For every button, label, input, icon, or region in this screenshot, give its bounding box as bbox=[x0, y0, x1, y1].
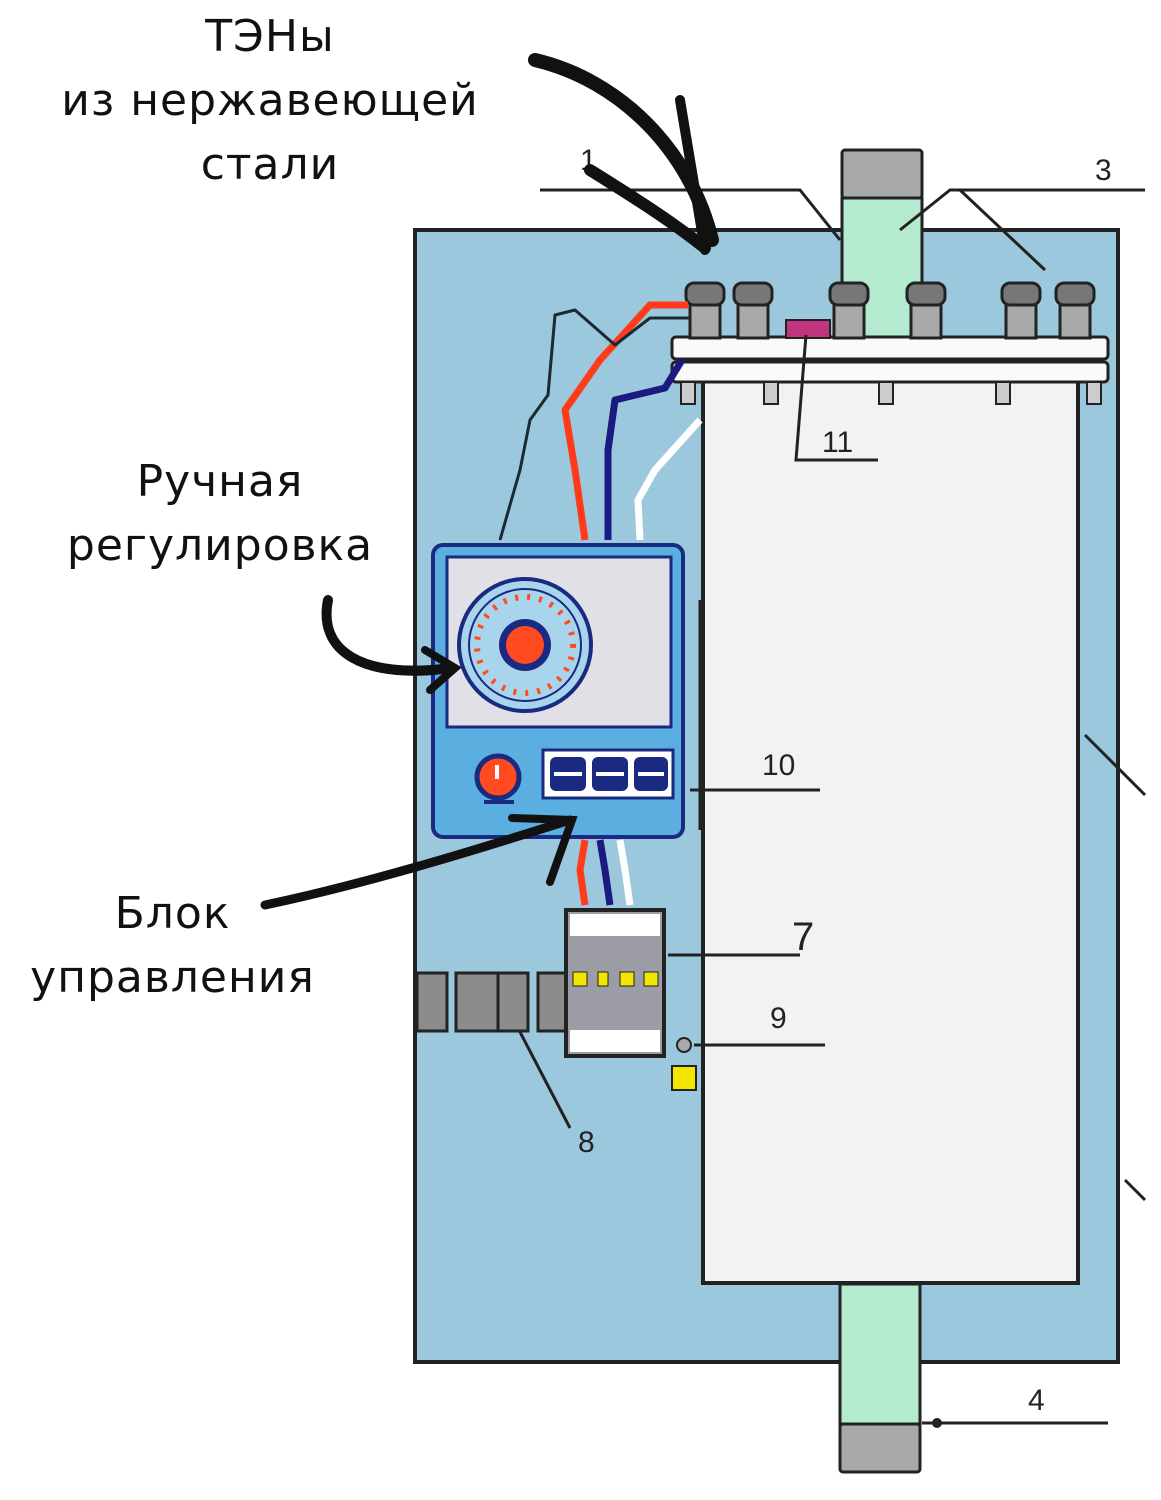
control-unit-arrow bbox=[260, 815, 575, 910]
part-number-11: 11 bbox=[822, 426, 853, 459]
leader-lines bbox=[540, 188, 1147, 1425]
power-indicator bbox=[474, 753, 522, 804]
flange bbox=[670, 335, 1110, 405]
temperature-knob[interactable] bbox=[457, 577, 593, 713]
control-unit bbox=[431, 543, 685, 839]
heater-terminal bbox=[828, 281, 870, 340]
heater-terminal bbox=[1000, 281, 1042, 340]
control-unit-callout: Блок управления bbox=[0, 882, 345, 1010]
heaters-arrow-secondary bbox=[584, 164, 711, 254]
wire-red-lower bbox=[576, 839, 589, 906]
manual-control-callout-line: регулировка bbox=[66, 520, 374, 571]
callout-arrows bbox=[260, 53, 719, 910]
part-number-8: 8 bbox=[578, 1126, 595, 1159]
leader-wall-b bbox=[1123, 1178, 1147, 1202]
part-number-3: 3 bbox=[1095, 154, 1112, 187]
wire-white bbox=[634, 417, 703, 541]
leader-8 bbox=[518, 1031, 572, 1129]
wire-blue-lower bbox=[596, 839, 614, 906]
manual-control-callout-line: Ручная bbox=[136, 456, 304, 507]
leader-4-dot bbox=[932, 1418, 942, 1428]
heater-terminal bbox=[1054, 281, 1096, 340]
outlet-pipe bbox=[840, 148, 924, 340]
heater-terminal bbox=[905, 281, 947, 340]
wire-blue bbox=[604, 358, 685, 540]
terminal-block-8 bbox=[415, 971, 570, 1033]
heater-terminal bbox=[732, 281, 774, 340]
wire-black bbox=[498, 308, 690, 541]
inlet-pipe bbox=[838, 1282, 922, 1474]
leader-11 bbox=[794, 334, 878, 462]
control-unit-callout-line: управления bbox=[30, 952, 315, 1003]
manual-control-arrowhead bbox=[421, 646, 462, 694]
part-number-10: 10 bbox=[762, 749, 795, 782]
digital-display bbox=[541, 748, 675, 800]
heaters-callout: ТЭНы из нержавеющей стали bbox=[20, 5, 520, 197]
part-number-9: 9 bbox=[770, 1002, 787, 1035]
leader-wall bbox=[1083, 733, 1147, 797]
heater-terminals bbox=[684, 281, 1096, 340]
wire-white-lower bbox=[616, 839, 634, 906]
heaters-callout-line: из нержавеющей bbox=[61, 75, 479, 126]
leader-3b bbox=[958, 188, 1047, 272]
manual-control-arrow bbox=[321, 595, 457, 676]
wire-red bbox=[561, 301, 688, 541]
sensor-11 bbox=[785, 319, 831, 339]
control-unit-callout-line: Блок bbox=[114, 888, 231, 939]
heaters-callout-line: стали bbox=[200, 139, 340, 190]
part-number-7: 7 bbox=[792, 915, 814, 959]
control-unit-arrowhead bbox=[508, 814, 578, 886]
part-number-4: 4 bbox=[1028, 1384, 1045, 1417]
contactor-7 bbox=[564, 908, 666, 1058]
heaters-callout-line: ТЭНы bbox=[205, 11, 335, 62]
heater-terminal bbox=[684, 281, 726, 340]
yellow-marker bbox=[671, 1065, 697, 1091]
sensor-9 bbox=[676, 1037, 692, 1053]
manual-control-callout: Ручная регулировка bbox=[30, 450, 410, 578]
heater-tank bbox=[701, 368, 1080, 1285]
wires bbox=[498, 301, 703, 906]
heaters-arrowhead bbox=[675, 95, 710, 255]
leader-3 bbox=[899, 188, 1145, 232]
